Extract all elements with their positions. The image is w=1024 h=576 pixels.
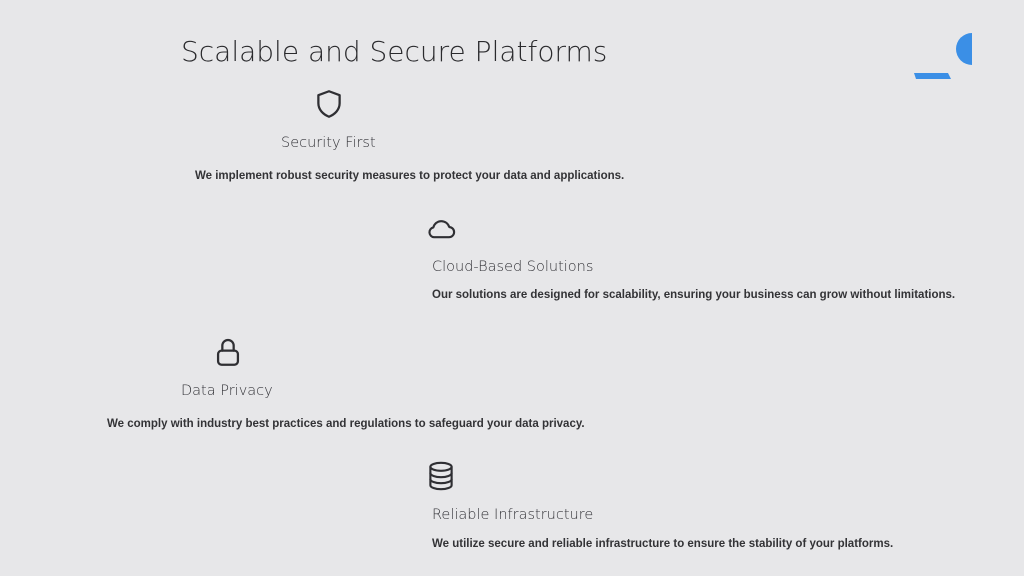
shield-icon bbox=[312, 87, 346, 121]
feature-heading-infrastructure: Reliable Infrastructure bbox=[432, 507, 594, 523]
feature-description-infrastructure: We utilize secure and reliable infrastru… bbox=[432, 538, 894, 550]
database-icon bbox=[424, 459, 458, 493]
feature-heading-cloud: Cloud-Based Solutions bbox=[432, 259, 594, 275]
cloud-icon bbox=[424, 211, 458, 245]
feature-heading-security: Security First bbox=[281, 135, 376, 151]
feature-description-privacy: We comply with industry best practices a… bbox=[107, 418, 585, 430]
feature-description-cloud: Our solutions are designed for scalabili… bbox=[432, 289, 956, 301]
slide-title: Scalable and Secure Platforms bbox=[181, 35, 608, 68]
feature-description-security: We implement robust security measures to… bbox=[195, 170, 625, 182]
feature-heading-privacy: Data Privacy bbox=[181, 383, 273, 399]
lock-icon bbox=[211, 335, 245, 369]
corner-logo-decoration bbox=[912, 33, 974, 81]
